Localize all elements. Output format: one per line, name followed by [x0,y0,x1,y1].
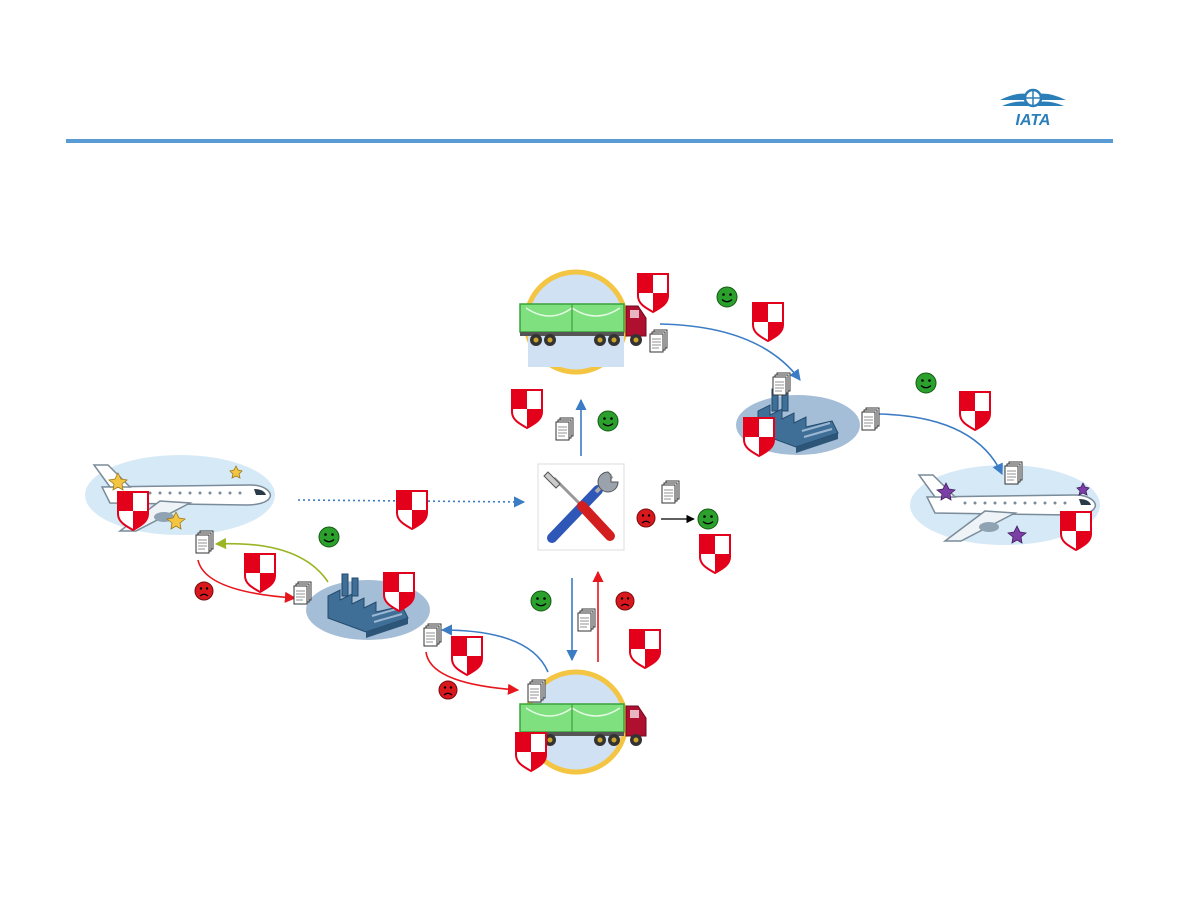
happy-face-icon [318,526,340,548]
document-icon [1004,461,1023,485]
bottom-truck-node [519,669,647,775]
shield-icon [959,391,991,431]
document-icon [527,679,546,703]
happy-face-icon [915,372,937,394]
document-icon [423,623,442,647]
happy-face-icon [697,508,719,530]
arrow-warehouse-to-plane-olive [214,537,329,583]
arrow-truck-to-warehouse-blue [440,624,549,673]
sad-face-icon [615,591,635,611]
wrench-screwdriver-icon [543,471,619,543]
shield-icon [515,732,547,772]
shield-icon [396,490,428,530]
shield-icon [451,636,483,676]
document-icon [649,329,668,353]
iata-logo-text: IATA [1016,112,1051,129]
top-truck-node [519,269,647,375]
tools-node [537,463,625,551]
sad-face-icon [194,581,214,601]
shield-icon [1060,511,1092,551]
globe-wings-icon [1000,88,1066,108]
document-icon [861,407,880,431]
shield-icon [244,553,276,593]
happy-face-icon [597,410,619,432]
shield-icon [752,302,784,342]
shield-icon [511,389,543,429]
arrow-truck-to-warehouse [659,323,801,381]
shield-icon [629,629,661,669]
shield-icon [699,534,731,574]
sad-face-icon [438,680,458,700]
happy-face-icon [716,286,738,308]
document-icon [772,372,791,396]
origin-stars [108,465,243,530]
happy-face-icon [530,590,552,612]
flow-arrows [197,323,1003,695]
sad-face-icon [636,508,656,528]
shield-icon [743,417,775,457]
document-icon [195,530,214,554]
document-icon [661,480,680,504]
header-rule [66,139,1113,143]
document-icon [293,581,312,605]
shield-icon [383,572,415,612]
shield-icon [637,273,669,313]
arrow-plane-to-warehouse-red [197,559,297,603]
arrow-warehouse-to-truck-red [425,651,520,695]
document-icon [577,608,596,632]
document-icon [555,417,574,441]
arrow-warehouse-to-plane [877,413,1003,476]
shield-icon [117,491,149,531]
iata-logo: IATA [1000,88,1066,129]
destination-stars [936,482,1090,544]
